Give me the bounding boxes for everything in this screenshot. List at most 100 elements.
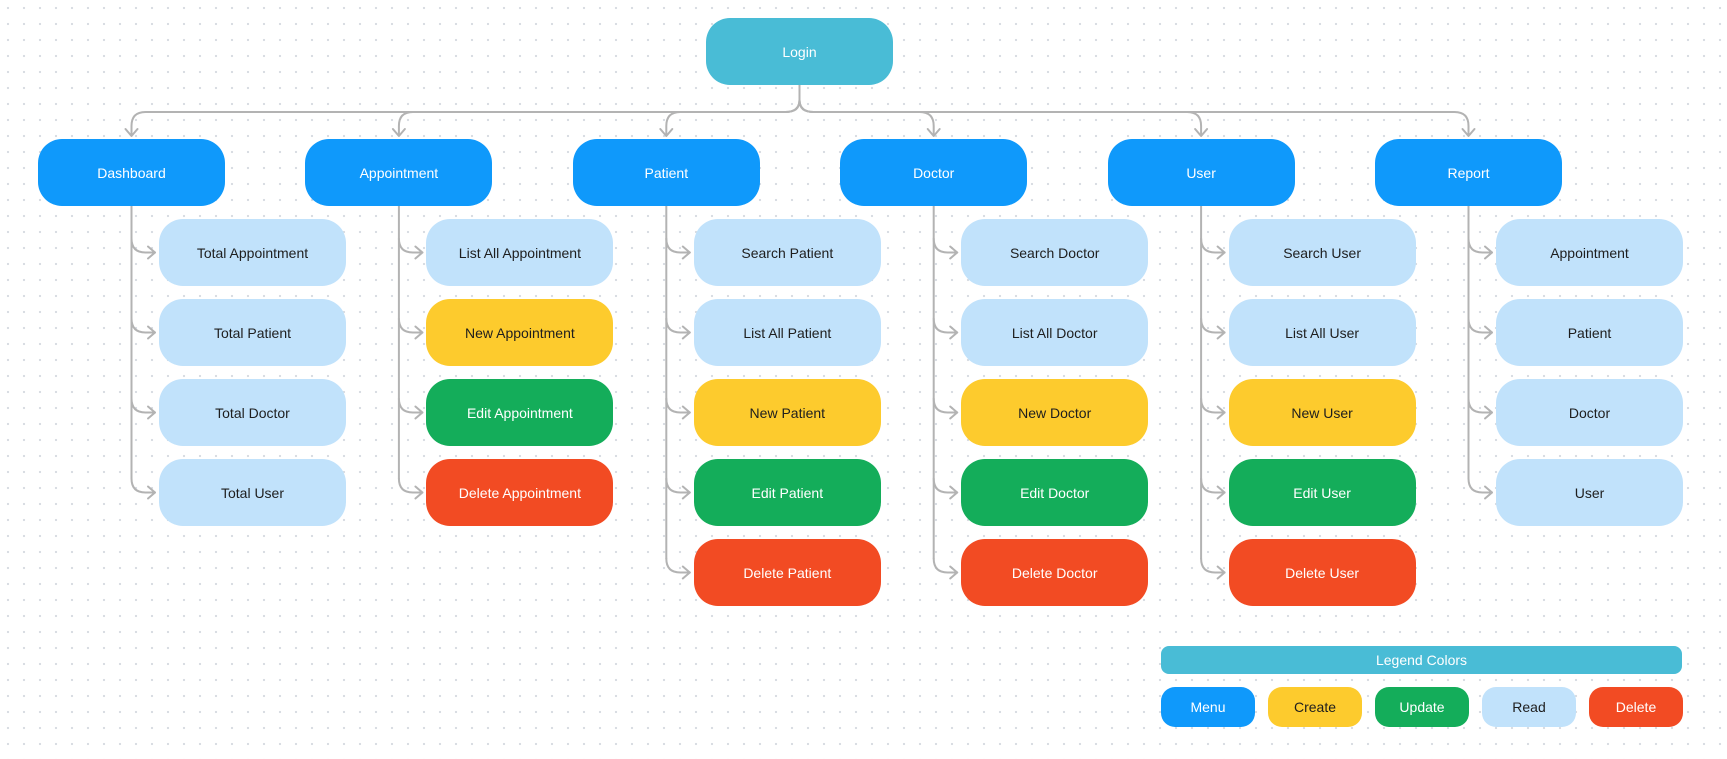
- child-node-report-user: User: [1496, 459, 1683, 526]
- bus-connector-doctor: [798, 99, 935, 136]
- branch-arrow-user-2: [1216, 405, 1226, 420]
- branch-arrow-dashboard-0: [147, 245, 156, 260]
- branch-connector-doctor-4: [932, 557, 959, 574]
- legend-title: Legend Colors: [1161, 646, 1682, 674]
- branch-arrow-user-0: [1216, 245, 1226, 260]
- legend-item-update: Update: [1375, 687, 1469, 727]
- child-node-doctor-search-doctor: Search Doctor: [961, 219, 1149, 286]
- legend-item-read: Read: [1482, 687, 1576, 727]
- legend-item-menu: Menu: [1161, 687, 1255, 727]
- arrow-head-appointment: [391, 128, 406, 137]
- child-node-doctor-delete-doctor: Delete Doctor: [961, 539, 1149, 606]
- branch-connector-appointment-1: [397, 317, 424, 334]
- branch-connector-doctor-3: [932, 477, 959, 494]
- branch-arrow-appointment-2: [414, 405, 424, 420]
- branch-connector-dashboard-1: [130, 317, 156, 334]
- branch-connector-dashboard-0: [130, 237, 156, 254]
- child-node-report-patient: Patient: [1496, 299, 1683, 366]
- child-node-report-doctor: Doctor: [1496, 379, 1683, 446]
- child-node-dashboard-total-appointment: Total Appointment: [159, 219, 346, 286]
- branch-arrow-user-3: [1216, 485, 1226, 500]
- child-node-appointment-new-appointment: New Appointment: [426, 299, 614, 366]
- child-node-appointment-delete-appointment: Delete Appointment: [426, 459, 614, 526]
- legend-item-delete: Delete: [1589, 687, 1683, 727]
- branch-connector-user-1: [1200, 317, 1226, 334]
- branch-connector-patient-2: [665, 397, 691, 414]
- arrow-head-dashboard: [124, 128, 139, 137]
- branch-connector-dashboard-2: [130, 397, 156, 414]
- bus-connector-patient: [665, 99, 801, 136]
- branch-connector-user-4: [1200, 557, 1226, 574]
- branch-connector-appointment-0: [397, 237, 424, 254]
- branch-arrow-report-1: [1484, 325, 1493, 340]
- menu-node-doctor: Doctor: [840, 139, 1028, 206]
- child-node-doctor-list-all-doctor: List All Doctor: [961, 299, 1149, 366]
- child-node-dashboard-total-patient: Total Patient: [159, 299, 346, 366]
- branch-arrow-doctor-4: [949, 565, 959, 580]
- child-node-patient-search-patient: Search Patient: [693, 219, 881, 286]
- branch-arrow-patient-1: [681, 325, 691, 340]
- menu-node-appointment: Appointment: [305, 139, 493, 206]
- branch-connector-report-2: [1467, 397, 1493, 414]
- arrow-head-user: [1194, 128, 1209, 137]
- branch-connector-user-0: [1200, 237, 1226, 254]
- arrow-head-doctor: [926, 128, 941, 137]
- child-node-user-search-user: Search User: [1228, 219, 1416, 286]
- child-node-user-list-all-user: List All User: [1228, 299, 1416, 366]
- branch-arrow-doctor-0: [949, 245, 959, 260]
- branch-arrow-report-2: [1484, 405, 1493, 420]
- child-node-doctor-new-doctor: New Doctor: [961, 379, 1149, 446]
- child-node-dashboard-total-user: Total User: [159, 459, 346, 526]
- branch-connector-patient-3: [665, 477, 691, 494]
- branch-arrow-dashboard-2: [147, 405, 156, 420]
- branch-arrow-patient-0: [681, 245, 691, 260]
- branch-arrow-patient-4: [681, 565, 691, 580]
- menu-node-user: User: [1107, 139, 1295, 206]
- branch-arrow-report-0: [1484, 245, 1493, 260]
- branch-arrow-user-4: [1216, 565, 1226, 580]
- branch-connector-patient-4: [665, 557, 691, 574]
- menu-node-patient: Patient: [572, 139, 760, 206]
- child-node-appointment-edit-appointment: Edit Appointment: [426, 379, 614, 446]
- bus-connector-appointment: [397, 99, 801, 136]
- login-node: Login: [706, 18, 893, 85]
- branch-connector-report-3: [1467, 477, 1493, 494]
- arrow-head-patient: [659, 128, 674, 137]
- branch-connector-doctor-2: [932, 397, 959, 414]
- branch-arrow-user-1: [1216, 325, 1226, 340]
- branch-connector-doctor-0: [932, 237, 959, 254]
- branch-connector-report-0: [1467, 237, 1493, 254]
- branch-arrow-appointment-0: [414, 245, 424, 260]
- branch-arrow-doctor-1: [949, 325, 959, 340]
- branch-arrow-patient-2: [681, 405, 691, 420]
- branch-arrow-appointment-3: [414, 485, 424, 500]
- child-node-user-delete-user: Delete User: [1228, 539, 1416, 606]
- child-node-patient-delete-patient: Delete Patient: [693, 539, 881, 606]
- branch-arrow-doctor-3: [949, 485, 959, 500]
- branch-arrow-dashboard-3: [147, 485, 156, 500]
- child-node-patient-edit-patient: Edit Patient: [693, 459, 881, 526]
- child-node-user-new-user: New User: [1228, 379, 1416, 446]
- branch-arrow-doctor-2: [949, 405, 959, 420]
- menu-node-report: Report: [1375, 139, 1562, 206]
- bus-connector-dashboard: [130, 99, 801, 136]
- arrow-head-report: [1461, 128, 1476, 137]
- child-node-doctor-edit-doctor: Edit Doctor: [961, 459, 1149, 526]
- bus-connector-user: [798, 99, 1203, 136]
- branch-connector-doctor-1: [932, 317, 959, 334]
- branch-connector-user-3: [1200, 477, 1226, 494]
- menu-node-dashboard: Dashboard: [38, 139, 225, 206]
- branch-connector-user-2: [1200, 397, 1226, 414]
- child-node-report-appointment: Appointment: [1496, 219, 1683, 286]
- branch-connector-report-1: [1467, 317, 1493, 334]
- branch-connector-patient-0: [665, 237, 691, 254]
- bus-connector-report: [798, 99, 1470, 136]
- child-node-appointment-list-all-appointment: List All Appointment: [426, 219, 614, 286]
- branch-arrow-report-3: [1484, 485, 1493, 500]
- branch-connector-patient-1: [665, 317, 691, 334]
- branch-connector-dashboard-3: [130, 477, 156, 494]
- child-node-patient-new-patient: New Patient: [693, 379, 881, 446]
- child-node-dashboard-total-doctor: Total Doctor: [159, 379, 346, 446]
